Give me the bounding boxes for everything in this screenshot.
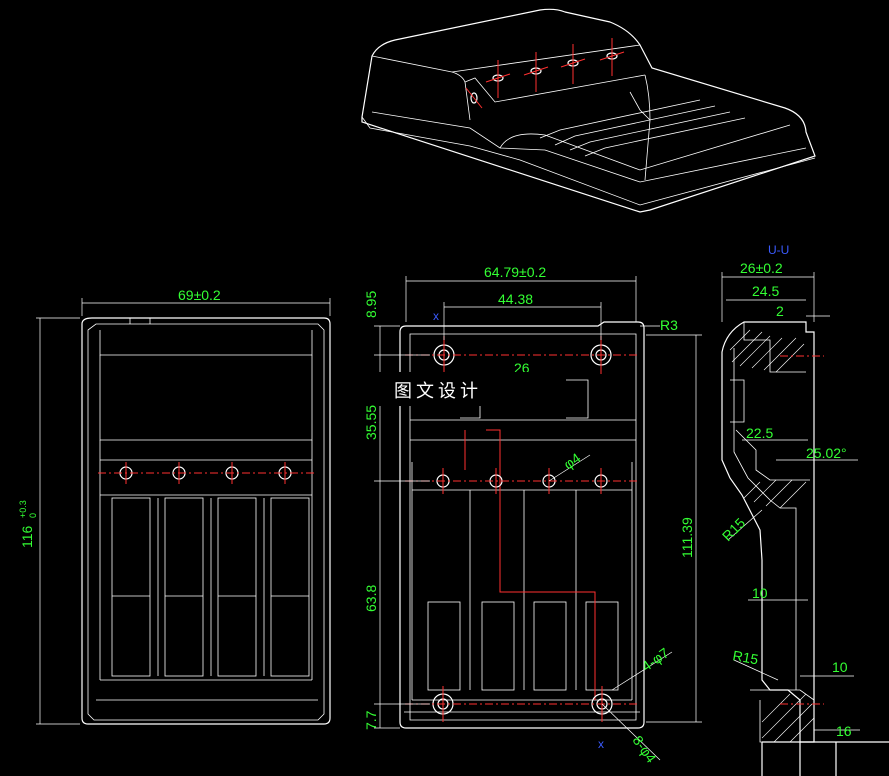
svg-text:x: x	[598, 737, 604, 751]
section-label: U-U	[768, 243, 789, 257]
watermark-box	[378, 372, 528, 406]
hole-dia-dim: φ4	[561, 450, 584, 473]
step-width-dim: 22.5	[746, 425, 773, 441]
mid-width-dim: 64.79±0.2	[484, 264, 546, 280]
section-width-dim: 26±0.2	[740, 260, 783, 276]
front-height-tol-lower: 0	[28, 513, 38, 518]
total-height-dim: 111.39	[679, 517, 695, 558]
pin-holes-dim: 4-φ7	[639, 644, 672, 674]
lower-height-dim: 63.8	[363, 585, 379, 612]
radius-upper-dim: R15	[719, 514, 749, 544]
corner-radius-dim: R3	[660, 317, 678, 333]
front-height-tol-upper: +0.3	[18, 500, 28, 518]
svg-text:x: x	[433, 309, 439, 323]
radius-lower-dim: R15	[731, 647, 759, 667]
watermark-text: 图文设计	[394, 381, 482, 402]
wall-dim: 2	[776, 303, 784, 319]
upper-height-dim: 35.55	[363, 405, 379, 440]
angle-dim: 25.02°	[806, 445, 847, 461]
hole-spacing-dim: 44.38	[498, 291, 533, 307]
dim-16: 16	[836, 723, 852, 739]
dim-10-a: 10	[752, 585, 768, 601]
mid-view: x x	[374, 276, 702, 761]
section-hatching	[729, 329, 815, 743]
dim-10-b: 10	[832, 659, 848, 675]
front-width-dim: 69±0.2	[178, 287, 221, 303]
front-height-dim: 116	[19, 525, 35, 548]
front-view	[36, 298, 331, 725]
section-view	[721, 272, 889, 776]
section-inner-width-dim: 24.5	[752, 283, 779, 299]
isometric-view	[361, 8, 816, 213]
corner-holes-dim: 8-φ4	[630, 733, 660, 766]
top-offset-dim: 8.95	[363, 291, 379, 318]
bottom-offset-dim: 7.7	[363, 710, 379, 730]
